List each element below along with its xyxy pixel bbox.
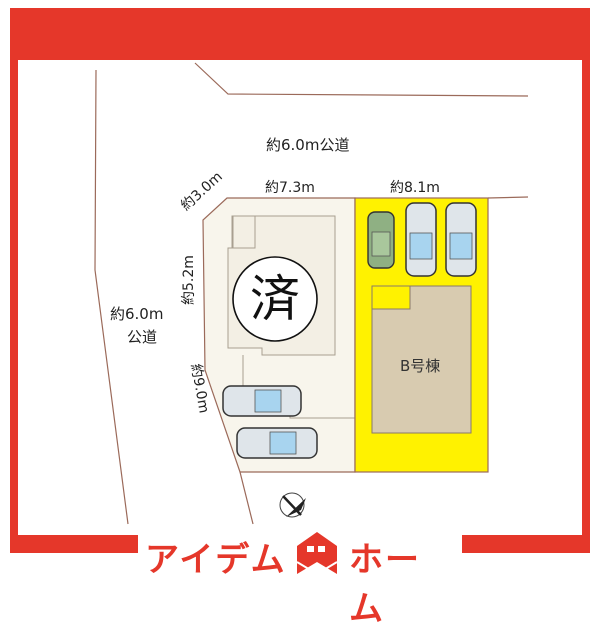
frame-top-bar xyxy=(10,8,590,60)
road-boundary-top xyxy=(194,62,529,97)
frame-left-bar xyxy=(10,8,18,553)
dim-top-left: 約7.3m xyxy=(265,180,315,196)
dim-top-right: 約8.1m xyxy=(390,180,440,196)
car-blue-icon xyxy=(236,427,318,459)
dim-left-upper: 約5.2m xyxy=(181,255,197,305)
compass-north-icon xyxy=(279,492,306,518)
site-plan xyxy=(94,62,529,525)
frame-bottom-left-bar xyxy=(10,535,138,553)
car-blue-icon xyxy=(405,202,437,277)
car-blue-icon xyxy=(445,202,477,277)
brand-text-left: アイデム xyxy=(145,540,287,580)
road-top-label: 約6.0m公道 xyxy=(266,136,350,154)
sold-mark: 済 xyxy=(250,270,300,328)
car-green-icon xyxy=(367,211,395,269)
building-b-label: B号棟 xyxy=(400,357,441,375)
brand-logo: アイデム ホーム xyxy=(145,530,455,629)
road-boundary-left xyxy=(94,69,129,525)
building-b xyxy=(371,285,472,434)
sold-circle xyxy=(232,256,318,342)
road-left-line2: 公道 xyxy=(127,328,158,346)
road-left-line1: 約6.0m xyxy=(110,305,164,323)
frame-bottom-right-bar xyxy=(462,535,590,553)
frame-right-bar xyxy=(582,8,590,553)
brand-text-right: ホーム xyxy=(349,540,421,629)
house-logo-icon xyxy=(296,532,338,576)
car-blue-icon xyxy=(222,385,302,417)
